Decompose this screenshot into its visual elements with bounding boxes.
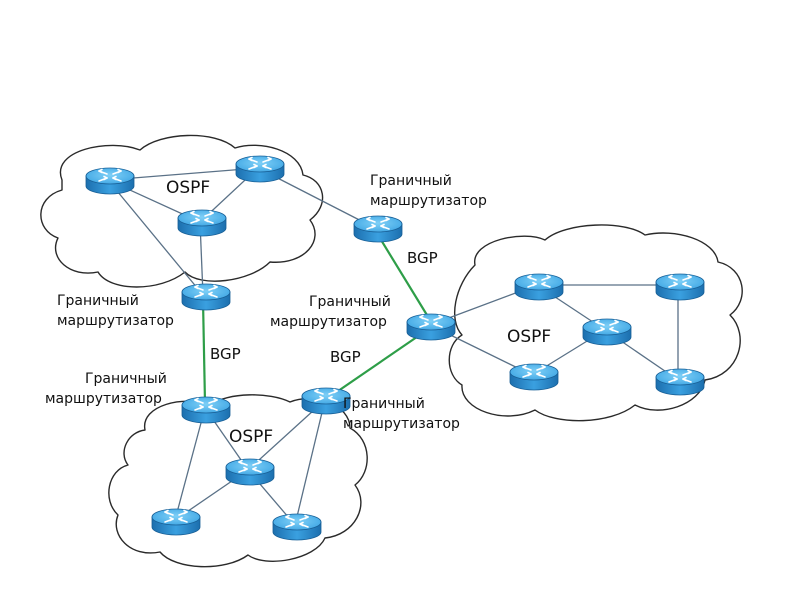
bgp-label-left: BGP xyxy=(210,345,241,363)
border-label-top-middle: Граничный маршрутизатор xyxy=(370,173,487,209)
link xyxy=(174,407,206,521)
border-router-icon xyxy=(181,283,231,311)
area-label-bottom: OSPF xyxy=(229,427,273,447)
bgp-links xyxy=(201,234,431,404)
router-icon xyxy=(655,273,705,301)
border-label-line2: маршрутизатор xyxy=(57,313,174,329)
area-label-right: OSPF xyxy=(507,327,551,347)
link xyxy=(107,179,204,296)
router-icon xyxy=(151,508,201,536)
bgp-link xyxy=(324,327,431,401)
router-icon xyxy=(85,167,135,195)
border-label-line2: маршрутизатор xyxy=(270,314,387,330)
border-router-icon xyxy=(406,313,456,341)
router-icon xyxy=(272,513,322,541)
border-label-line1: Граничный xyxy=(57,293,139,309)
border-label-line1: Граничный xyxy=(309,294,391,310)
area-label-top-left: OSPF xyxy=(166,178,210,198)
bgp-link xyxy=(201,299,207,404)
border-label-line1: Граничный xyxy=(343,396,425,412)
border-label-line2: маршрутизатор xyxy=(45,391,162,407)
router-icon xyxy=(514,273,564,301)
border-label-center: Граничный маршрутизатор xyxy=(270,294,391,330)
bgp-label-top: BGP xyxy=(407,249,438,267)
border-label-bottom-left: Граничный маршрутизатор xyxy=(45,371,167,407)
border-label-line2: маршрутизатор xyxy=(343,416,460,432)
border-label-bottom-right: Граничный маршрутизатор xyxy=(343,396,460,432)
router-icon xyxy=(509,363,559,391)
router-icon xyxy=(235,155,285,183)
router-icon xyxy=(225,458,275,486)
cloud-area-top-left xyxy=(40,134,324,288)
bgp-label-center: BGP xyxy=(330,348,361,366)
link xyxy=(294,399,326,526)
router-icon xyxy=(177,209,227,237)
bgp-link xyxy=(377,234,431,321)
border-label-line1: Граничный xyxy=(370,173,452,189)
router-icon xyxy=(582,318,632,346)
border-router-icon xyxy=(353,215,403,243)
border-label-line2: маршрутизатор xyxy=(370,193,487,209)
border-router-icon xyxy=(181,396,231,424)
router-icon xyxy=(655,368,705,396)
border-label-left: Граничный маршрутизатор xyxy=(57,293,174,329)
border-label-line1: Граничный xyxy=(85,371,167,387)
